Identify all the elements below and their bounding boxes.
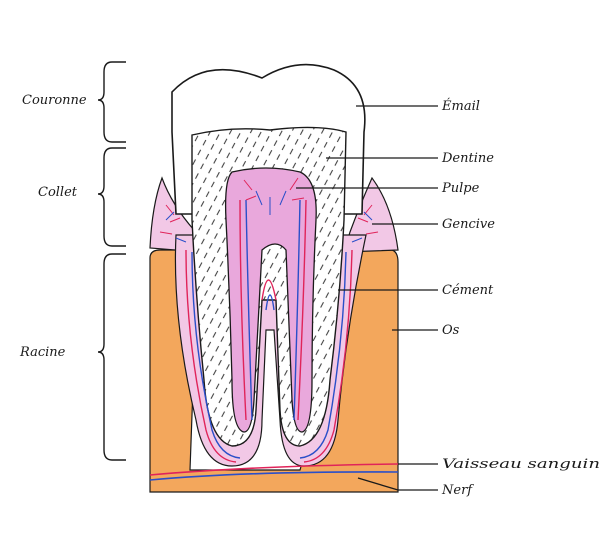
label-bone: Os	[442, 323, 460, 338]
label-neck: Collet	[38, 185, 78, 200]
leader-lines	[296, 105, 438, 491]
blood-vessel-base	[149, 463, 399, 476]
label-pulp: Pulpe	[441, 181, 480, 196]
pulp	[224, 167, 317, 433]
label-nerve: Nerf	[441, 483, 474, 498]
label-enamel: Émail	[441, 98, 480, 114]
region-brackets	[97, 61, 126, 461]
nerve-base	[149, 471, 399, 481]
label-gum: Gencive	[442, 217, 495, 232]
root-vessels	[185, 199, 353, 463]
label-crown: Couronne	[22, 93, 87, 108]
gum-left	[149, 176, 201, 253]
label-root: Racine	[19, 345, 66, 360]
label-cementum: Cément	[442, 283, 494, 298]
label-blood-vessel: Vaisseau sanguin	[442, 457, 600, 472]
vessel-branches	[159, 177, 379, 243]
label-dentin: Dentine	[441, 151, 494, 166]
